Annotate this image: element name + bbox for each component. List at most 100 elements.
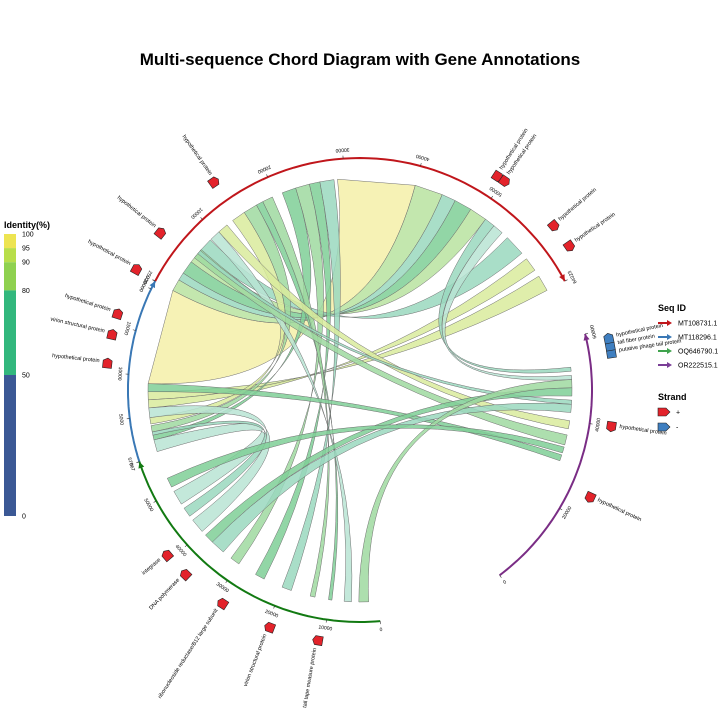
gene-arrow	[606, 420, 617, 433]
sequence-arrowhead	[583, 333, 590, 341]
chord-link	[166, 424, 565, 488]
tick-label: 25000	[141, 269, 153, 284]
tick-label: 10000	[318, 625, 333, 633]
gene-label: tail tape measure protein	[302, 648, 318, 709]
axis-tick	[148, 287, 152, 290]
gene-arrow	[207, 176, 220, 189]
colorbar-tick-label: 100	[22, 232, 34, 239]
tick-label: 40000	[174, 544, 188, 559]
chord-link	[151, 420, 267, 517]
gene-arrow	[546, 218, 560, 232]
chord-link	[441, 225, 573, 381]
chord-link	[210, 231, 353, 603]
tick-label: 0	[144, 274, 151, 279]
tick-label: 20000	[137, 278, 149, 293]
axis-tick	[200, 217, 203, 220]
chord-link	[218, 224, 571, 430]
gene-label: integrase	[141, 557, 162, 576]
chord-link	[147, 383, 563, 462]
sequence-axis	[498, 333, 593, 577]
gene-arrow	[179, 568, 193, 582]
seq-legend-title: Seq ID	[658, 303, 687, 313]
sequence-axis	[138, 461, 381, 623]
axis-tick	[499, 575, 502, 578]
gene-arrow	[111, 308, 124, 321]
axis-tick	[273, 605, 275, 609]
seq-legend-arrow-icon	[667, 320, 672, 326]
links-layer	[147, 178, 573, 603]
tick-label: 0	[379, 627, 383, 633]
axis-tick	[153, 500, 157, 503]
axis-tick	[585, 332, 589, 335]
colorbar-title: Identity(%)	[4, 220, 50, 230]
strand-legend-label: -	[676, 425, 679, 432]
gene-arrow	[161, 549, 175, 563]
tick-label: 40000	[594, 417, 602, 432]
sequence-arrowhead	[138, 461, 145, 469]
gene-arrow	[217, 597, 230, 611]
gene-label: hypothetical protein	[574, 212, 617, 244]
seq-legend-arrow-icon	[667, 334, 672, 340]
gene-label: hypothetical protein	[596, 497, 642, 523]
axis-tick	[132, 329, 136, 331]
axis-tick	[420, 163, 422, 167]
strand-legend-label: +	[676, 410, 680, 417]
colorbar-band	[4, 248, 16, 263]
tick-label: 57967	[126, 457, 136, 472]
gene-arrow	[497, 174, 510, 187]
gene-label: hypothetical protein	[64, 293, 111, 313]
chord-link	[358, 379, 573, 603]
gene-label: hypothetical protein	[181, 134, 213, 177]
seq-legend-arrow-icon	[667, 362, 672, 368]
gene-label: ribonucleoside reductase/B12 large subun…	[157, 608, 220, 700]
chord-link	[153, 423, 266, 505]
chord-link	[148, 405, 271, 532]
tick-label: 0	[128, 462, 135, 467]
gene-label: hypothetical protein	[52, 353, 100, 364]
tick-label: 20000	[561, 505, 573, 520]
chord-link	[197, 250, 573, 405]
axis-tick	[564, 279, 568, 282]
gene-label: virion structural protein	[50, 316, 106, 334]
axis-tick	[184, 544, 188, 548]
tick-label: 50000	[142, 498, 154, 513]
axis-tick	[152, 279, 156, 282]
gene-arrow	[106, 329, 118, 341]
axis-tick	[266, 174, 268, 178]
tick-label: 40000	[415, 153, 430, 162]
gene-label: hypothetical protein	[558, 187, 598, 222]
gene-label: DNA polymerase	[148, 577, 181, 611]
tick-label: 15000	[122, 321, 131, 336]
colorbar-tick-label: 0	[22, 514, 26, 521]
colorbar-tick-label: 95	[22, 246, 30, 253]
gene-arrow	[584, 490, 597, 503]
strand-legend-icon	[657, 422, 671, 432]
tick-label: 20000	[264, 609, 279, 620]
colorbar-band	[4, 262, 16, 291]
gene-arrow	[153, 227, 167, 240]
chord-link	[281, 179, 341, 591]
gene-label: hypothetical protein	[116, 195, 157, 229]
seq-legend-arrow-icon	[667, 348, 672, 354]
sequence-arrowhead	[559, 274, 565, 282]
tick-label: 60000	[589, 324, 598, 339]
axis-tick	[225, 580, 228, 584]
gene-arrow	[562, 239, 576, 252]
chord-link	[147, 258, 536, 409]
tick-label: 64323	[567, 269, 579, 284]
sequence-axis	[154, 156, 566, 282]
gene-label: hypothetical protein	[87, 239, 132, 267]
chord-link	[255, 181, 332, 580]
axis-tick	[136, 461, 140, 463]
colorbar-band	[4, 234, 16, 249]
colorbar-tick-label: 90	[22, 260, 30, 267]
gene-arrow	[264, 621, 277, 634]
sequence-arrowhead	[149, 281, 156, 289]
seq-legend-label: MT118296.1	[678, 335, 717, 342]
gene-arrow	[603, 332, 615, 345]
